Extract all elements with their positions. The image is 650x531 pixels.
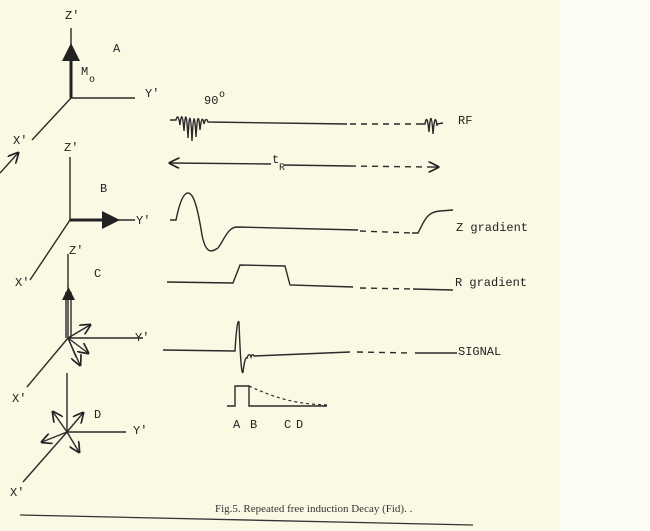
vector-subscript: o <box>89 75 95 86</box>
signal-trace: SIGNAL <box>162 320 501 374</box>
panel-label: D <box>94 408 101 422</box>
decay-pulse-diagram: A B C D <box>227 385 328 432</box>
x-axis <box>31 97 72 141</box>
figure-caption: Fig.5. Repeated free induction Decay (Fi… <box>215 503 413 515</box>
panel-label: A <box>113 42 121 56</box>
arrowhead-icon <box>62 287 75 300</box>
signal-label: SIGNAL <box>458 345 501 359</box>
decay-label-d: D <box>296 418 303 432</box>
y-axis-label: Y' <box>135 331 149 345</box>
x-axis-label: X' <box>15 276 29 290</box>
arrow-icon <box>0 153 18 174</box>
vector-label: M <box>81 65 88 79</box>
decay-label-a: A <box>233 418 241 432</box>
z-gradient-label: Z gradient <box>456 221 528 235</box>
decay-label-c: C <box>284 418 291 432</box>
tr-label: t <box>272 153 279 167</box>
panel-a-axes: Z' Y' X' A M o <box>0 9 159 174</box>
rf-trace: 90 o RF <box>170 90 472 142</box>
panel-label: C <box>94 267 101 281</box>
y-axis-label: Y' <box>136 214 150 228</box>
panel-b-axes: Z' Y' X' B <box>15 141 150 290</box>
degree-label: o <box>219 90 225 101</box>
rf-label: RF <box>458 114 472 128</box>
z-gradient-trace: Z gradient <box>170 192 528 252</box>
r-gradient-label: R gradient <box>455 276 527 290</box>
decay-label-b: B <box>250 418 257 432</box>
x-axis-label: X' <box>12 392 26 406</box>
panel-label: B <box>100 182 107 196</box>
paper-highlight <box>560 0 650 531</box>
z-axis-label: Z' <box>65 9 79 23</box>
panel-d-axes: Y' X' D <box>10 373 147 500</box>
tr-subscript: R <box>279 163 285 174</box>
repetition-time-arrow: t R <box>170 153 438 174</box>
panel-c-axes: Z' Y' X' C <box>12 244 149 406</box>
x-axis-label: X' <box>13 134 27 148</box>
z-axis-label: Z' <box>69 244 83 258</box>
pulse-angle-label: 90 <box>204 94 218 108</box>
z-axis-label: Z' <box>64 141 78 155</box>
y-axis-label: Y' <box>145 87 159 101</box>
x-axis-label: X' <box>10 486 24 500</box>
y-axis-label: Y' <box>133 424 147 438</box>
r-gradient-trace: R gradient <box>166 264 527 291</box>
caption-rule <box>19 514 474 526</box>
